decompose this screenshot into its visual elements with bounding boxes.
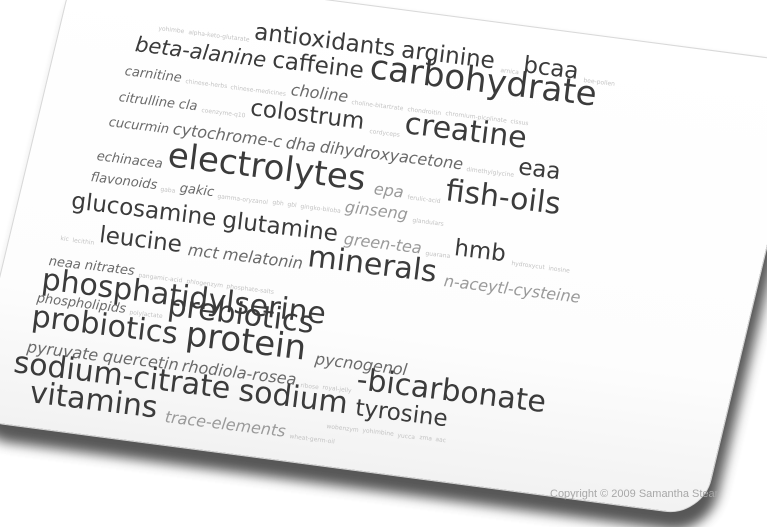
word-n-aceytl-cysteine: n-aceytl-cysteine <box>442 271 582 307</box>
word-gakic: gakic <box>178 180 215 201</box>
word-wobenzym: wobenzym <box>326 423 360 434</box>
word-yohimbe: yohimbe <box>158 25 185 36</box>
word-kic: kic <box>60 235 70 244</box>
word-yucca: yucca <box>397 431 416 441</box>
word-chinese-herbs: chinese-herbs <box>184 78 228 91</box>
word-cla: cla <box>177 97 199 115</box>
word-sodium: sodium <box>236 372 350 421</box>
word-ferulic-acid: ferulic-acid <box>406 194 441 206</box>
word-eaa: eaa <box>517 154 563 186</box>
word-epa: epa <box>372 179 405 202</box>
word-gamma-oryzanol: gamma-oryzanol <box>217 192 269 206</box>
word-cucurmin: cucurmin <box>107 115 170 138</box>
word-wheat-germ-oil: wheat-germ-oil <box>288 433 335 446</box>
word-leucine: leucine <box>97 221 184 258</box>
word-hydroxycut: hydroxycut <box>511 260 546 272</box>
word-cordyceps: cordyceps <box>368 127 400 139</box>
word-lecithin: lecithin <box>72 236 96 247</box>
word-trace-elements: trace-elements <box>163 406 287 441</box>
word-echinacea: echinacea <box>95 149 164 173</box>
word-gbh: gbh <box>271 199 284 208</box>
word-gaba: gaba <box>160 185 176 195</box>
word-yohimbine: yohimbine <box>362 427 395 439</box>
word-coenzyme-q10: coenzyme-q10 <box>200 107 246 120</box>
copyright-notice: Copyright © 2009 Samantha Stear <box>550 488 719 500</box>
word-citrulline: citrulline <box>117 90 176 112</box>
word-glandulars: glandulars <box>411 216 444 228</box>
word-ginseng: ginseng <box>344 197 410 224</box>
word-gbl: gbl <box>286 201 297 210</box>
word-carnitine: carnitine <box>123 64 183 86</box>
word-inosine: inosine <box>548 264 571 275</box>
word-melatonin: melatonin <box>221 243 304 273</box>
word-aac: aac <box>435 436 447 445</box>
word-flavonoids: flavonoids <box>89 170 159 194</box>
word-gingko-biloba: gingko-biloba <box>300 202 342 215</box>
word-hmb: hmb <box>453 235 508 268</box>
word-creatine: creatine <box>402 106 529 156</box>
word-zma: zma <box>418 434 433 443</box>
word-mct: mct <box>186 239 220 263</box>
